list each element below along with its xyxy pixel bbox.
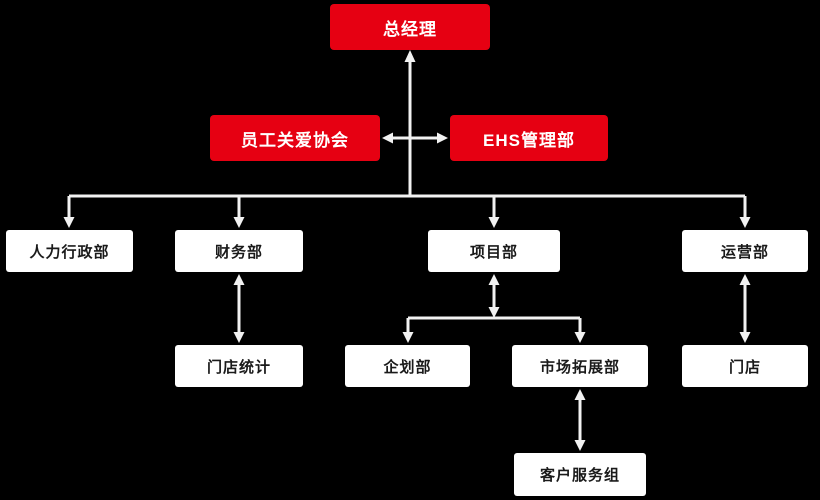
connector-care-ehs <box>382 132 448 144</box>
connector-operations-store <box>739 274 751 343</box>
node-project: 项目部 <box>428 230 560 272</box>
node-planning: 企划部 <box>345 345 470 387</box>
connector-market-customer <box>574 389 586 451</box>
connector-project-split <box>402 274 586 343</box>
node-hr-admin: 人力行政部 <box>6 230 133 272</box>
connector-main-bus <box>63 194 751 228</box>
node-general-manager: 总经理 <box>330 4 490 50</box>
node-employee-care: 员工关爱协会 <box>210 115 380 161</box>
connector-finance-store-stats <box>233 274 245 343</box>
node-finance: 财务部 <box>175 230 303 272</box>
node-customer-service: 客户服务组 <box>514 453 646 496</box>
node-ehs: EHS管理部 <box>450 115 608 161</box>
connector-trunk-gm <box>404 50 416 196</box>
node-market-expansion: 市场拓展部 <box>512 345 648 387</box>
node-operations: 运营部 <box>682 230 808 272</box>
node-store: 门店 <box>682 345 808 387</box>
node-store-statistics: 门店统计 <box>175 345 303 387</box>
